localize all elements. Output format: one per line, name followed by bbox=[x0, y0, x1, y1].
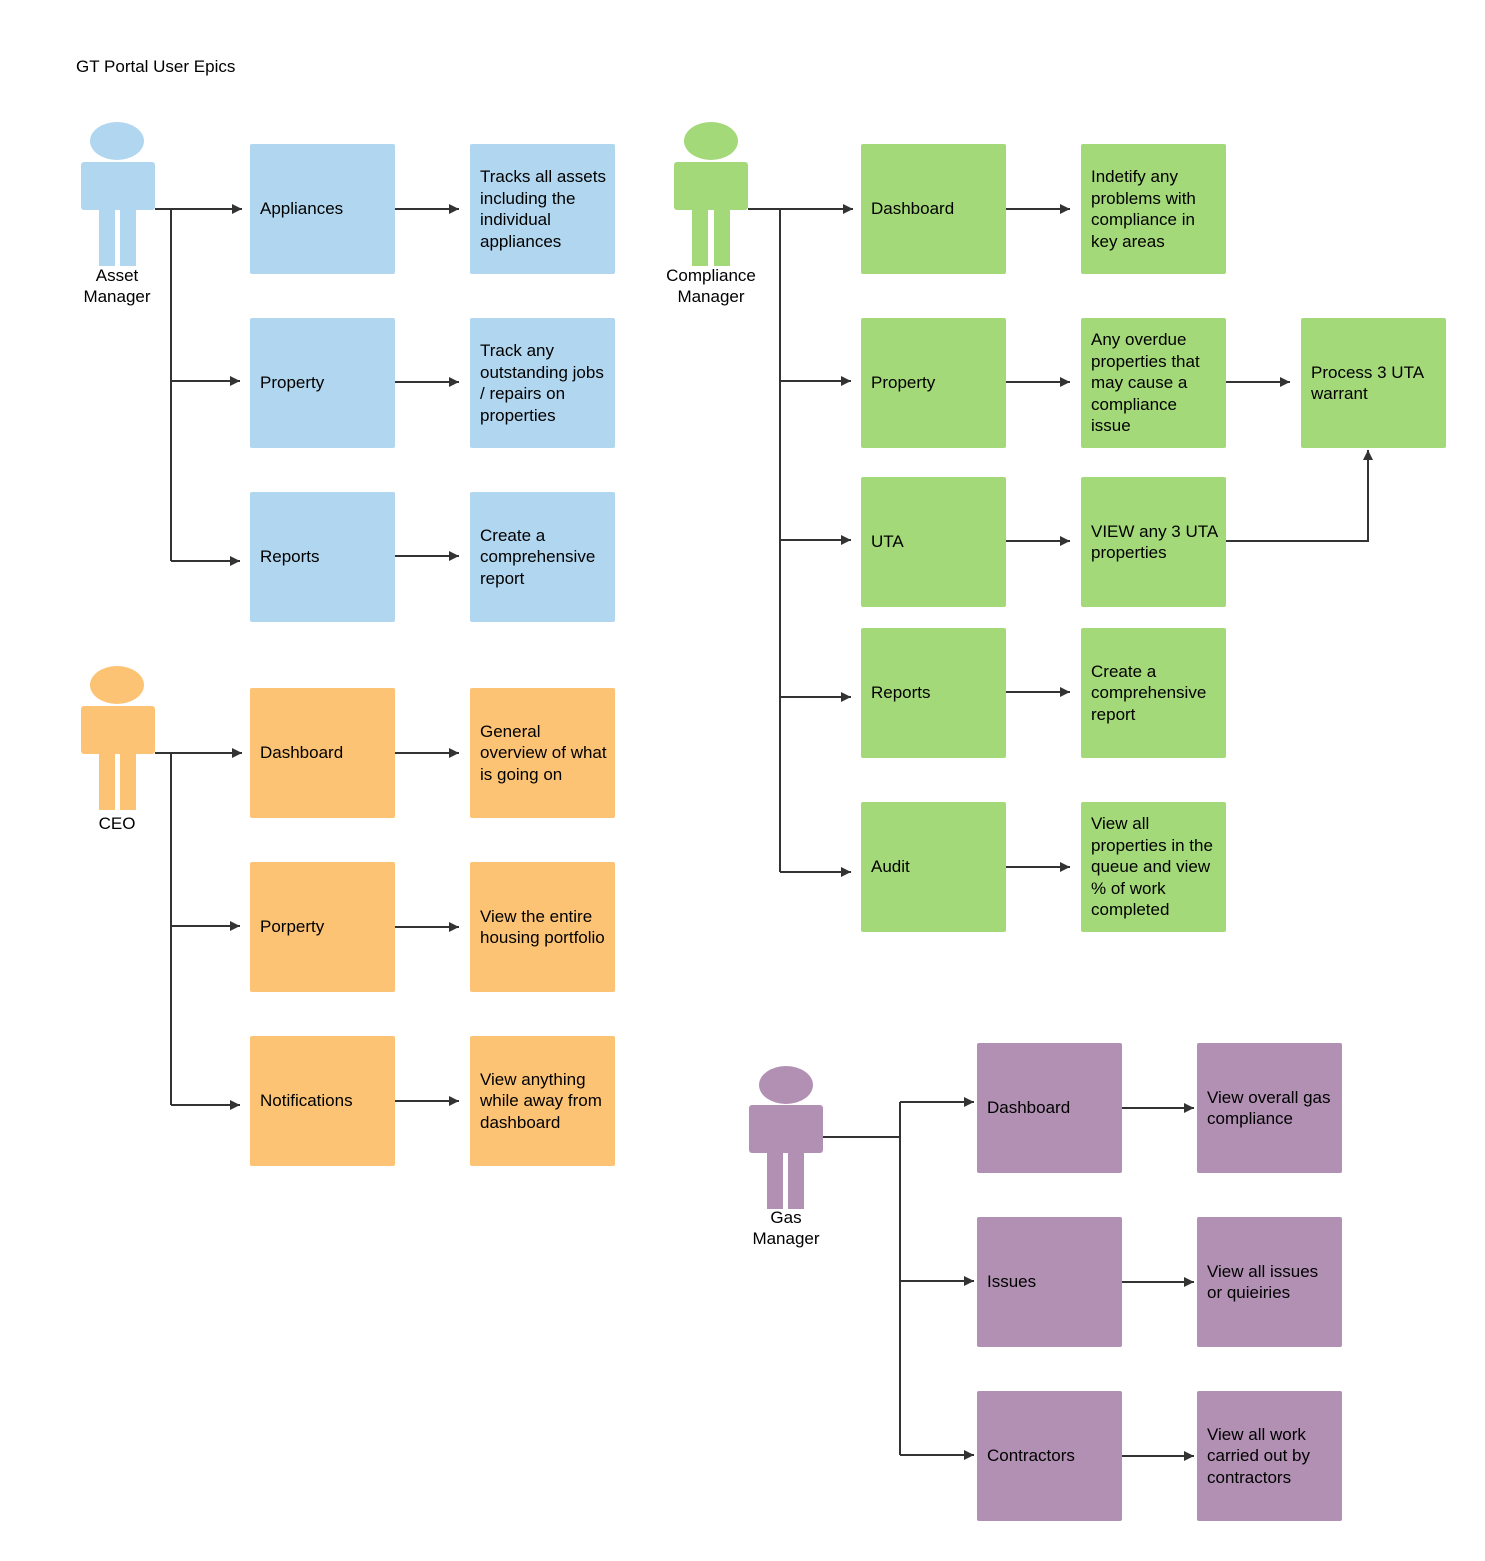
feature-label: UTA bbox=[871, 532, 904, 552]
feature-box-compliance-dashboard[interactable]: Dashboard bbox=[861, 144, 1006, 274]
feature-label: Dashboard bbox=[871, 199, 955, 219]
description-text: View all properties in the queue and vie… bbox=[1091, 814, 1213, 920]
ceo-name: CEO bbox=[98, 814, 136, 833]
asset-manager-person-icon bbox=[81, 122, 155, 266]
description-box-compliance-audit[interactable]: View all properties in the queue and vie… bbox=[1081, 802, 1226, 932]
compliance-manager-label: Compliance Manager bbox=[641, 265, 781, 307]
description-box-gas-issues[interactable]: View all issues or quieiries bbox=[1197, 1217, 1342, 1347]
description-text: Tracks all assets including the individu… bbox=[480, 167, 606, 251]
description-text: Create a comprehensive report bbox=[480, 525, 596, 588]
description-text: Indetify any problems with compliance in… bbox=[1091, 167, 1196, 251]
feature-label: Appliances bbox=[260, 199, 344, 219]
compliance-manager-name: Compliance Manager bbox=[666, 266, 756, 306]
ceo-label: CEO bbox=[47, 813, 187, 834]
description-box-gas-dashboard[interactable]: View overall gas compliance bbox=[1197, 1043, 1342, 1173]
feature-box-ceo-dashboard[interactable]: Dashboard bbox=[250, 688, 395, 818]
description-box-ceo-dashboard[interactable]: General overview of what is going on bbox=[470, 688, 615, 818]
feature-box-gas-issues[interactable]: Issues bbox=[977, 1217, 1122, 1347]
feature-label: Dashboard bbox=[260, 743, 344, 763]
feature-box-compliance-property[interactable]: Property bbox=[861, 318, 1006, 448]
feature-label: Contractors bbox=[987, 1446, 1075, 1466]
description-text: View all work carried out by contractors bbox=[1207, 1424, 1310, 1487]
feature-box-asset-property[interactable]: Property bbox=[250, 318, 395, 448]
gas-manager-person-icon bbox=[749, 1066, 823, 1209]
feature-label: Reports bbox=[871, 683, 931, 703]
description-text: Track any outstanding jobs / repairs on … bbox=[480, 341, 604, 425]
description-text: View overall gas compliance bbox=[1207, 1087, 1331, 1129]
feature-box-gas-contractors[interactable]: Contractors bbox=[977, 1391, 1122, 1521]
feature-box-ceo-property[interactable]: Porperty bbox=[250, 862, 395, 992]
description-text: View anything while away from dashboard bbox=[480, 1069, 602, 1132]
description-box-asset-appliances[interactable]: Tracks all assets including the individu… bbox=[470, 144, 615, 274]
description-box-asset-reports[interactable]: Create a comprehensive report bbox=[470, 492, 615, 622]
feature-label: Reports bbox=[260, 547, 320, 567]
feature-label: Property bbox=[871, 373, 936, 393]
description-box-asset-property[interactable]: Track any outstanding jobs / repairs on … bbox=[470, 318, 615, 448]
compliance-manager-person-icon bbox=[674, 122, 748, 266]
feature-label: Dashboard bbox=[987, 1098, 1071, 1118]
gas-manager-name: Gas Manager bbox=[752, 1208, 820, 1248]
description-box-compliance-property[interactable]: Any overdue properties that may cause a … bbox=[1081, 318, 1226, 448]
feature-box-gas-dashboard[interactable]: Dashboard bbox=[977, 1043, 1122, 1173]
compliance-uta-outcome-connector bbox=[1226, 450, 1373, 542]
description-text: Any overdue properties that may cause a … bbox=[1091, 330, 1200, 436]
gas-manager-label: Gas Manager bbox=[716, 1207, 856, 1249]
asset-manager-trunk-connector bbox=[155, 208, 172, 561]
feature-box-compliance-uta[interactable]: UTA bbox=[861, 477, 1006, 607]
outcome-text: Process 3 UTA warrant bbox=[1311, 362, 1424, 404]
feature-box-asset-reports[interactable]: Reports bbox=[250, 492, 395, 622]
feature-label: Issues bbox=[987, 1272, 1037, 1292]
outcome-box-process-uta-warrant[interactable]: Process 3 UTA warrant bbox=[1301, 318, 1446, 448]
description-box-ceo-property[interactable]: View the entire housing portfolio bbox=[470, 862, 615, 992]
description-text: View the entire housing portfolio bbox=[480, 906, 605, 948]
description-box-gas-contractors[interactable]: View all work carried out by contractors bbox=[1197, 1391, 1342, 1521]
description-box-compliance-uta[interactable]: VIEW any 3 UTA properties bbox=[1081, 477, 1226, 607]
feature-label: Property bbox=[260, 373, 325, 393]
ceo-trunk-connector bbox=[155, 752, 172, 1105]
description-text: Create a comprehensive report bbox=[1091, 661, 1207, 724]
feature-label: Notifications bbox=[260, 1091, 353, 1111]
description-text: View all issues or quieiries bbox=[1207, 1261, 1319, 1303]
feature-box-asset-appliances[interactable]: Appliances bbox=[250, 144, 395, 274]
description-text: General overview of what is going on bbox=[480, 721, 607, 784]
feature-box-compliance-reports[interactable]: Reports bbox=[861, 628, 1006, 758]
compliance-trunk-connector bbox=[748, 208, 781, 872]
feature-label: Porperty bbox=[260, 917, 325, 937]
feature-label: Audit bbox=[871, 857, 910, 877]
asset-manager-label: Asset Manager bbox=[47, 265, 187, 307]
feature-box-compliance-audit[interactable]: Audit bbox=[861, 802, 1006, 932]
description-box-ceo-notifications[interactable]: View anything while away from dashboard bbox=[470, 1036, 615, 1166]
asset-manager-name: Asset Manager bbox=[83, 266, 151, 306]
ceo-person-icon bbox=[81, 666, 155, 810]
description-box-compliance-reports[interactable]: Create a comprehensive report bbox=[1081, 628, 1226, 758]
description-text: VIEW any 3 UTA properties bbox=[1091, 521, 1218, 563]
description-box-compliance-dashboard[interactable]: Indetify any problems with compliance in… bbox=[1081, 144, 1226, 274]
feature-box-ceo-notifications[interactable]: Notifications bbox=[250, 1036, 395, 1166]
diagram-title: GT Portal User Epics bbox=[76, 57, 236, 76]
